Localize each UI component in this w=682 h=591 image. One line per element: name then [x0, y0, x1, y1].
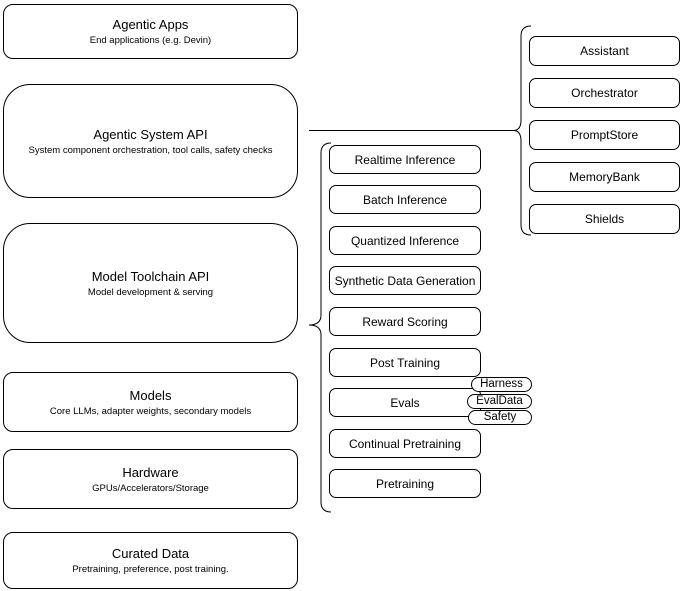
node-subtitle: GPUs/Accelerators/Storage — [92, 482, 209, 494]
node-subtitle: Pretraining, preference, post training. — [72, 564, 229, 575]
toolchain-item-batch-inference: Batch Inference — [329, 185, 481, 214]
toolchain-item-label: Post Training — [369, 355, 441, 370]
component-promptstore: PromptStore — [529, 120, 680, 150]
node-title: Agentic Apps — [112, 17, 189, 32]
component-orchestrator: Orchestrator — [529, 78, 680, 108]
node-model-toolchain-api: Model Toolchain API Model development & … — [3, 223, 298, 343]
eval-tag-label: EvalData — [476, 395, 523, 407]
node-subtitle: System component orchestration, tool cal… — [28, 144, 273, 156]
toolchain-item-label: Synthetic Data Generation — [334, 273, 476, 288]
eval-tag-safety: Safety — [468, 410, 532, 425]
toolchain-item-realtime-inference: Realtime Inference — [329, 145, 481, 174]
component-label: Shields — [584, 212, 625, 226]
toolchain-item-label: Realtime Inference — [354, 152, 456, 167]
node-agentic-apps: Agentic Apps End applications (e.g. Devi… — [3, 4, 298, 59]
toolchain-brace — [308, 142, 332, 513]
node-hardware: Hardware GPUs/Accelerators/Storage — [3, 449, 298, 509]
component-label: MemoryBank — [569, 170, 640, 184]
toolchain-item-evals: Evals — [329, 388, 481, 417]
toolchain-item-quantized-inference: Quantized Inference — [329, 226, 481, 255]
toolchain-item-continual-pretraining: Continual Pretraining — [329, 429, 481, 458]
toolchain-item-label: Evals — [390, 395, 420, 410]
node-curated-data: Curated Data Pretraining, preference, po… — [3, 532, 298, 589]
eval-tag-label: Harness — [480, 378, 523, 390]
node-subtitle: Model development & serving — [87, 286, 214, 298]
toolchain-item-label: Continual Pretraining — [348, 436, 462, 451]
toolchain-item-synthetic-data-generation: Synthetic Data Generation — [329, 266, 481, 295]
toolchain-item-pretraining: Pretraining — [329, 469, 481, 498]
component-assistant: Assistant — [529, 36, 680, 66]
component-label: PromptStore — [570, 128, 639, 142]
eval-tag-label: Safety — [483, 411, 517, 423]
toolchain-item-label: Quantized Inference — [350, 233, 460, 248]
component-shields: Shields — [529, 204, 680, 234]
node-title: Model Toolchain API — [91, 268, 210, 284]
node-models: Models Core LLMs, adapter weights, secon… — [3, 372, 298, 432]
node-title: Curated Data — [111, 546, 190, 561]
node-title: Hardware — [122, 464, 179, 480]
toolchain-item-post-training: Post Training — [329, 348, 481, 377]
toolchain-item-label: Batch Inference — [362, 192, 448, 207]
toolchain-item-label: Pretraining — [375, 476, 435, 491]
node-title: Models — [129, 387, 172, 403]
eval-tag-harness: Harness — [471, 377, 532, 392]
node-agentic-system-api: Agentic System API System component orch… — [3, 84, 298, 198]
node-subtitle: End applications (e.g. Devin) — [89, 35, 212, 46]
toolchain-item-reward-scoring: Reward Scoring — [329, 307, 481, 336]
eval-tag-evaldata: EvalData — [467, 394, 532, 409]
component-label: Orchestrator — [571, 86, 638, 100]
component-label: Assistant — [580, 44, 629, 58]
node-subtitle: Core LLMs, adapter weights, secondary mo… — [49, 405, 252, 417]
toolchain-item-label: Reward Scoring — [362, 314, 448, 329]
component-memorybank: MemoryBank — [529, 162, 680, 192]
node-title: Agentic System API — [93, 126, 208, 142]
